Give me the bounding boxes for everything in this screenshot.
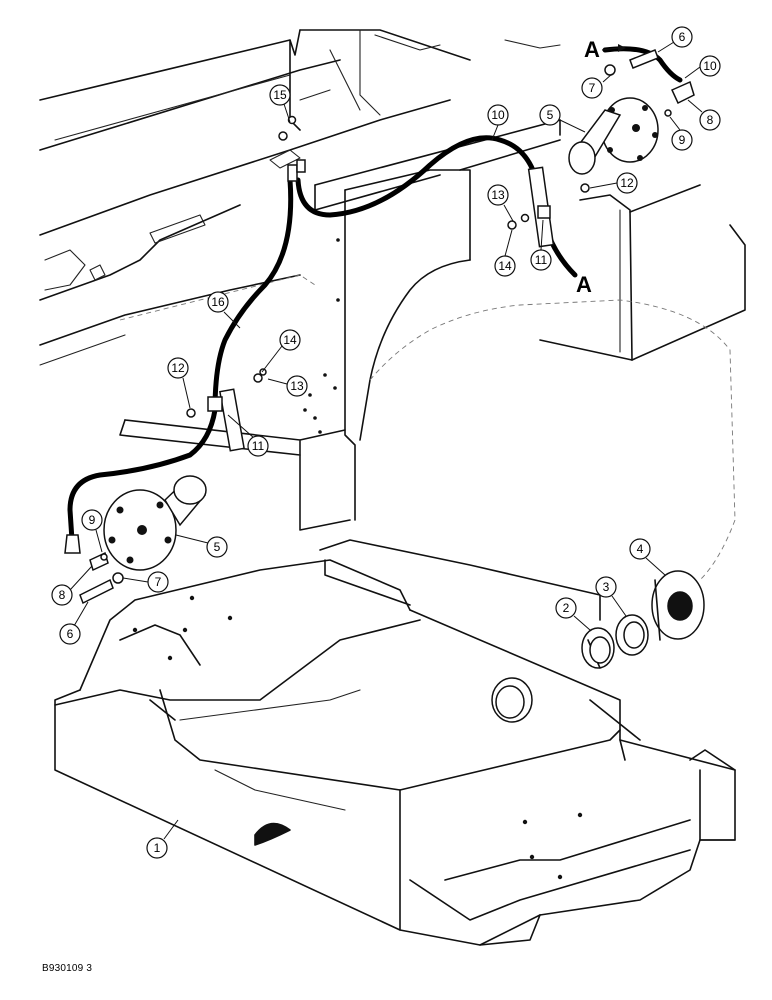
- callout-label: 13: [491, 188, 505, 202]
- callout-label: 14: [498, 259, 512, 273]
- callout-label: 2: [563, 601, 570, 615]
- center-plate: [323, 169, 736, 581]
- callout-circle: [539, 104, 561, 126]
- callouts: 15 6 10 7 8 9 5 10 12 13: [51, 26, 721, 859]
- figure-id: B930109 3: [42, 963, 93, 974]
- callout-circle: [629, 538, 651, 560]
- callout-label: 11: [252, 439, 265, 453]
- callout-label: 16: [211, 295, 225, 309]
- callout-circle: [487, 184, 509, 206]
- lower-frame: [54, 539, 736, 946]
- callout-circle: [167, 357, 189, 379]
- callout-label: 5: [547, 108, 554, 122]
- callout-label: 10: [491, 108, 505, 122]
- callout-circle: [671, 26, 693, 48]
- callout-label: 5: [214, 540, 221, 554]
- hardware: [79, 49, 695, 605]
- callout-circle: [279, 329, 301, 351]
- reference-mark-top: A: [584, 37, 626, 62]
- callout-circle: [81, 509, 103, 531]
- callout-circle: [269, 84, 291, 106]
- bushing-set: [581, 570, 705, 669]
- callout-label: 9: [679, 133, 686, 147]
- callout-circle: [699, 109, 721, 131]
- callout-label: 1: [154, 841, 161, 855]
- callout-circle: [487, 104, 509, 126]
- grease-hoses: [64, 46, 683, 554]
- callout-label: 3: [603, 580, 610, 594]
- callout-circle: [494, 255, 516, 277]
- callout-label: 12: [620, 176, 634, 190]
- callout-circle: [555, 597, 577, 619]
- callout-circle: [147, 571, 169, 593]
- callout-circle: [616, 172, 638, 194]
- reference-mark-bottom: A: [576, 272, 592, 297]
- callout-label: 11: [535, 253, 548, 267]
- pivot-pin-upper: [568, 97, 659, 175]
- callout-circle: [595, 576, 617, 598]
- callout-circle: [530, 249, 552, 271]
- reference-mark-a-bottom: A: [576, 272, 592, 297]
- callout-label: 4: [637, 542, 644, 556]
- callout-circle: [206, 536, 228, 558]
- callout-label: 6: [67, 627, 74, 641]
- reference-mark-a-top: A: [584, 37, 600, 62]
- callout-circle: [207, 291, 229, 313]
- callout-circle: [59, 623, 81, 645]
- callout-circle: [671, 129, 693, 151]
- callout-label: 13: [290, 379, 304, 393]
- callout-label: 8: [59, 588, 66, 602]
- callout-label: 10: [703, 59, 717, 73]
- callout-label: 6: [679, 30, 686, 44]
- callout-label: 14: [283, 333, 297, 347]
- callout-label: 15: [273, 88, 287, 102]
- callout-circle: [286, 375, 308, 397]
- right-beam: [314, 119, 746, 361]
- callout-label: 7: [155, 575, 162, 589]
- callout-circle: [247, 435, 269, 457]
- callout-label: 12: [171, 361, 185, 375]
- pivot-pin-lower: [103, 475, 207, 571]
- callout-circle: [581, 77, 603, 99]
- callout-label: 9: [89, 513, 96, 527]
- callout-circle: [51, 584, 73, 606]
- callout-circle: [146, 837, 168, 859]
- callout-label: 7: [589, 81, 596, 95]
- callout-label: 8: [707, 113, 714, 127]
- callout-circle: [699, 55, 721, 77]
